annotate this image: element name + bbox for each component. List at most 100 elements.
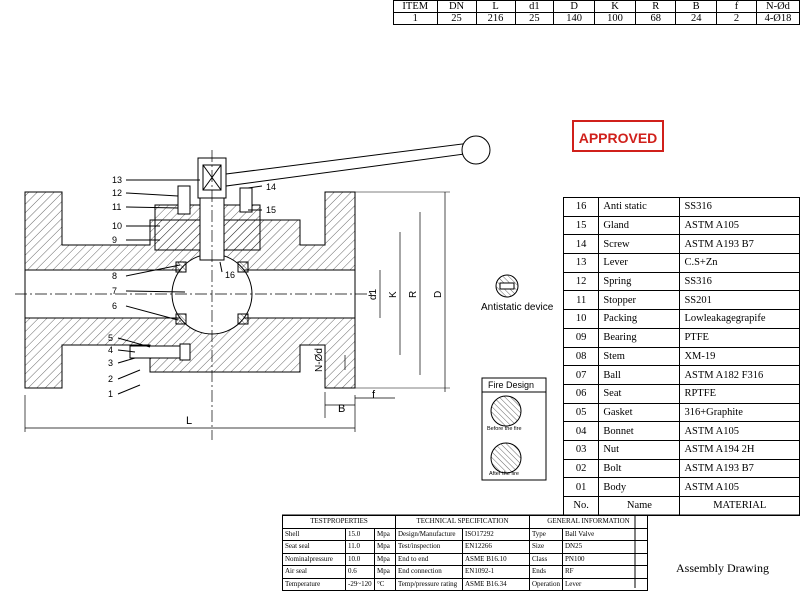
spec-cell: EN12266 bbox=[462, 540, 530, 554]
dim-value: 2 bbox=[715, 12, 757, 25]
spec-cell: End connection bbox=[395, 565, 463, 579]
bom-no: 10 bbox=[562, 309, 600, 329]
bom-name: Ball bbox=[598, 365, 681, 385]
bom-material: SS316 bbox=[679, 271, 800, 292]
bom-no: 14 bbox=[562, 234, 600, 255]
bom-header-name: Name bbox=[598, 496, 681, 516]
bom-no: 15 bbox=[562, 215, 600, 236]
spec-cell: 11.0 bbox=[345, 540, 375, 554]
spec-cell: ISO17292 bbox=[462, 527, 530, 541]
bom-material: RPTFE bbox=[679, 383, 800, 404]
spec-cell: Design/Manufacture bbox=[395, 527, 463, 541]
bom-name: Nut bbox=[598, 439, 681, 460]
seat-left bbox=[175, 261, 187, 273]
spec-cell: Air seal bbox=[282, 565, 346, 579]
dim-label-B: B bbox=[338, 403, 345, 415]
bom-material: XM-19 bbox=[679, 346, 800, 367]
bom-name: Bearing bbox=[598, 327, 681, 348]
bom-name: Gland bbox=[598, 215, 681, 236]
bom-no: 08 bbox=[562, 346, 600, 367]
bom-no: 01 bbox=[562, 477, 600, 497]
dim-value: 140 bbox=[553, 12, 596, 25]
spec-cell: Seat seal bbox=[282, 540, 346, 554]
lever-grip bbox=[461, 135, 491, 165]
balloon-16: 16 bbox=[225, 270, 235, 280]
bom-name: Stem bbox=[598, 346, 681, 367]
balloon-1: 1 bbox=[108, 389, 113, 399]
bom-material: ASTM A194 2H bbox=[679, 439, 800, 460]
bom-material: C.S+Zn bbox=[679, 253, 800, 273]
balloon-2: 2 bbox=[108, 374, 113, 384]
bom-no: 13 bbox=[562, 253, 600, 273]
spec-table: TESTPROPERTIES TECHNICAL SPECIFICATION G… bbox=[282, 515, 648, 591]
bom-header-material: MATERIAL bbox=[679, 496, 800, 516]
bom-no: 16 bbox=[562, 197, 600, 217]
bom-no: 04 bbox=[562, 421, 600, 441]
bom-name: Anti static bbox=[598, 197, 681, 217]
bom-name: Bonnet bbox=[598, 421, 681, 441]
spec-cell: Mpa bbox=[374, 565, 396, 579]
bom-material: ASTM A193 B7 bbox=[679, 234, 800, 255]
spec-cell: Nominalpressure bbox=[282, 552, 346, 566]
dimension-table: ITEM DN L d1 D K R B f N-Ød 1 25 216 25 … bbox=[393, 0, 800, 25]
balloon-7: 7 bbox=[112, 286, 117, 296]
dimension-value-row: 1 25 216 25 140 100 68 24 2 4-Ø18 bbox=[393, 12, 800, 25]
spec-cell: Ends bbox=[529, 565, 563, 579]
spec-cell: PN100 bbox=[562, 552, 648, 566]
bom-material: SS316 bbox=[679, 197, 800, 217]
bom-material: Lowleakagegrapife bbox=[679, 309, 800, 329]
bom-name: Stopper bbox=[598, 290, 681, 311]
bom-name: Screw bbox=[598, 234, 681, 255]
spec-col1-title: TESTPROPERTIES bbox=[282, 515, 396, 529]
spec-cell: Class bbox=[529, 552, 563, 566]
balloon-15: 15 bbox=[266, 205, 276, 215]
dim-label-nd: N-Ød bbox=[314, 348, 325, 372]
spec-cell: EN1092-1 bbox=[462, 565, 530, 579]
bom-name: Packing bbox=[598, 309, 681, 329]
bom-name: Lever bbox=[598, 253, 681, 273]
bom-header-no: No. bbox=[562, 496, 600, 516]
bom-material: ASTM A105 bbox=[679, 215, 800, 236]
spec-header-row: TESTPROPERTIES TECHNICAL SPECIFICATION G… bbox=[282, 515, 648, 529]
balloon-13: 13 bbox=[112, 175, 122, 185]
spec-cell: Temp/pressure rating bbox=[395, 577, 463, 591]
dim-value: 216 bbox=[475, 12, 516, 25]
bom-no: 06 bbox=[562, 383, 600, 404]
dim-value: 24 bbox=[675, 12, 717, 25]
balloon-10: 10 bbox=[112, 221, 122, 231]
bom-no: 09 bbox=[562, 327, 600, 348]
fire-design-title: Fire Design bbox=[488, 380, 535, 390]
balloon-6: 6 bbox=[112, 301, 117, 311]
bom-no: 12 bbox=[562, 271, 600, 292]
seat-right bbox=[237, 261, 249, 273]
spec-cell: Ball Valve bbox=[562, 527, 648, 541]
spec-cell: RF bbox=[562, 565, 648, 579]
dim-label-R: R bbox=[408, 291, 419, 298]
balloon-3: 3 bbox=[108, 358, 113, 368]
approved-stamp: APPROVED bbox=[572, 120, 664, 152]
antistatic-label: Antistatic device bbox=[481, 302, 554, 313]
bom-material: ASTM A105 bbox=[679, 421, 800, 441]
balloon-8: 8 bbox=[112, 271, 117, 281]
spec-cell: °C bbox=[374, 577, 396, 591]
spec-cell: -29~120 bbox=[345, 577, 375, 591]
fire-before-label: Before the fire bbox=[487, 426, 522, 432]
bom-name: Seat bbox=[598, 383, 681, 404]
spec-cell: End to end bbox=[395, 552, 463, 566]
